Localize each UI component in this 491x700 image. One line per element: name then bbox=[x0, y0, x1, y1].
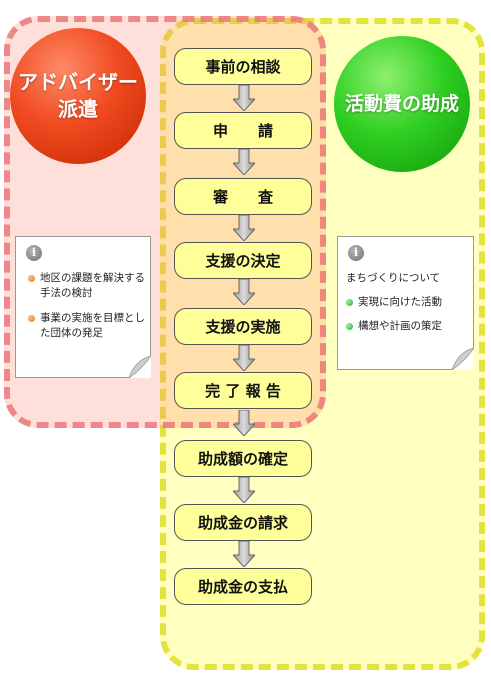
flow-arrow-icon bbox=[233, 477, 255, 503]
step-implementation: 支援の実施 bbox=[174, 308, 312, 345]
step-decision: 支援の決定 bbox=[174, 242, 312, 279]
subsidy-info-note: i まちづくりについて 実現に向けた活動 構想や計画の策定 bbox=[337, 236, 474, 370]
list-item: 構想や計画の策定 bbox=[346, 319, 474, 334]
page-curl-icon bbox=[452, 348, 474, 370]
flow-arrow-icon bbox=[233, 345, 255, 371]
step-completion-report: 完 了 報 告 bbox=[174, 372, 312, 409]
advisor-info-list: 地区の課題を解決する手法の検討 事業の実施を目標とした団体の発足 bbox=[28, 271, 150, 351]
flow-arrow-icon bbox=[233, 85, 255, 111]
flow-arrow-icon bbox=[233, 149, 255, 175]
info-icon: i bbox=[348, 245, 364, 261]
subsidy-info-list: 実現に向けた活動 構想や計画の策定 bbox=[346, 295, 474, 343]
list-item-text: 事業の実施を目標とした団体の発足 bbox=[40, 312, 145, 339]
step-review: 審 査 bbox=[174, 178, 312, 215]
bullet-icon bbox=[346, 323, 353, 330]
list-item: 地区の課題を解決する手法の検討 bbox=[28, 271, 150, 301]
advisor-title-line1: アドバイザー bbox=[18, 70, 138, 94]
list-item-text: 構想や計画の策定 bbox=[358, 320, 442, 332]
step-consultation: 事前の相談 bbox=[174, 48, 312, 85]
step-application: 申 請 bbox=[174, 112, 312, 149]
step-subsidy-request: 助成金の請求 bbox=[174, 504, 312, 541]
subsidy-circle: 活動費の助成 bbox=[334, 36, 470, 172]
subsidy-title: 活動費の助成 bbox=[344, 93, 459, 115]
flow-arrow-icon bbox=[233, 410, 255, 436]
list-item-text: 実現に向けた活動 bbox=[358, 296, 442, 308]
list-item: 事業の実施を目標とした団体の発足 bbox=[28, 311, 150, 341]
list-item: 実現に向けた活動 bbox=[346, 295, 474, 310]
flow-arrow-icon bbox=[233, 279, 255, 305]
flow-arrow-icon bbox=[233, 541, 255, 567]
subsidy-info-intro: まちづくりについて bbox=[346, 272, 441, 284]
step-amount-confirmation: 助成額の確定 bbox=[174, 440, 312, 477]
advisor-title-line2: 派遣 bbox=[58, 97, 98, 121]
advisor-dispatch-circle: アドバイザー 派遣 bbox=[10, 28, 146, 164]
step-subsidy-payment: 助成金の支払 bbox=[174, 568, 312, 605]
bullet-icon bbox=[346, 299, 353, 306]
advisor-info-note: i 地区の課題を解決する手法の検討 事業の実施を目標とした団体の発足 bbox=[15, 236, 151, 378]
flow-arrow-icon bbox=[233, 215, 255, 241]
bullet-icon bbox=[28, 315, 35, 322]
info-icon: i bbox=[26, 245, 42, 261]
list-item-text: 地区の課題を解決する手法の検討 bbox=[40, 272, 145, 299]
page-curl-icon bbox=[129, 356, 151, 378]
bullet-icon bbox=[28, 275, 35, 282]
